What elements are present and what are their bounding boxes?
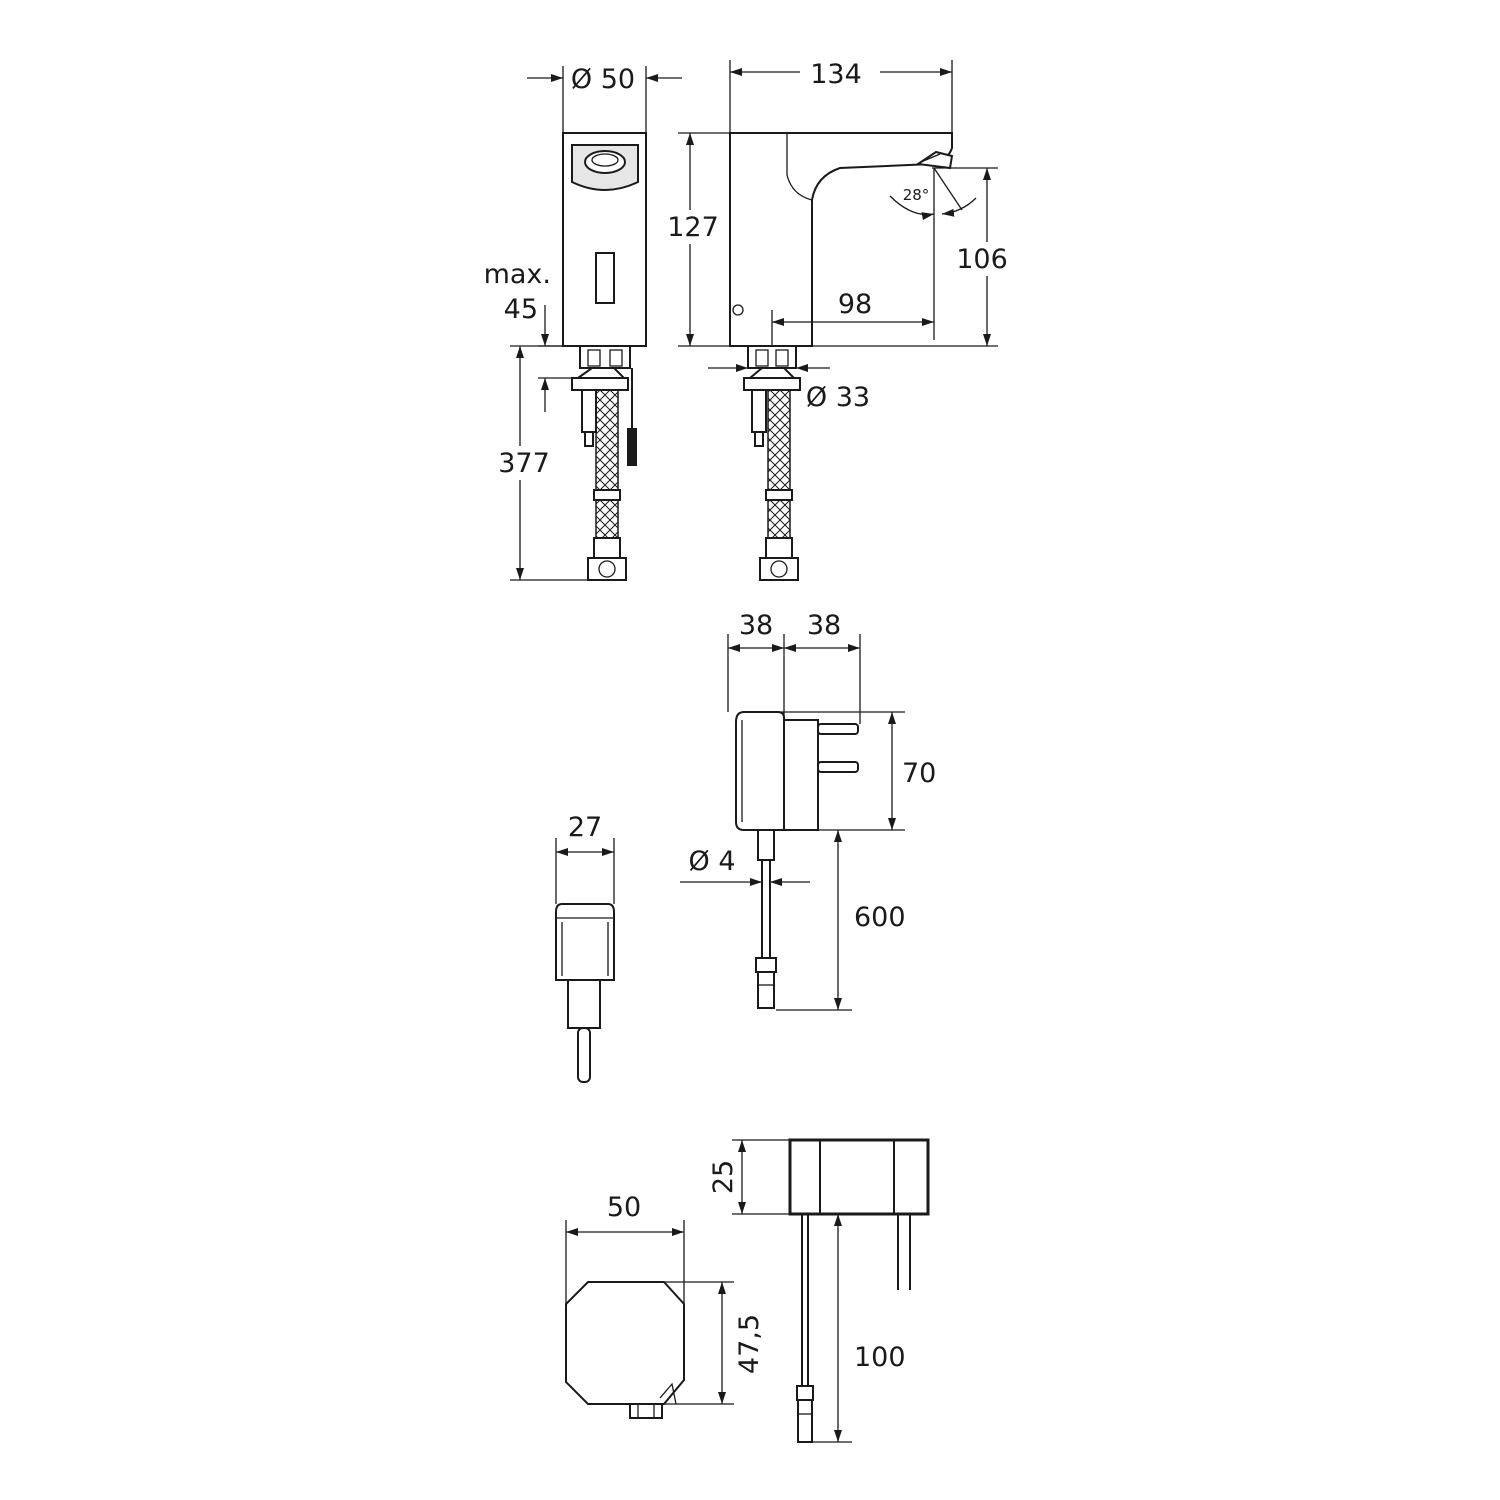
dim-label-spray-angle: 28° <box>903 186 930 204</box>
dim-max-deck-thickness: max. 45 <box>484 259 580 412</box>
dim-psu-depth: 27 <box>555 812 615 904</box>
control-box-side-view <box>788 1138 930 1443</box>
dim-faucet-height: 127 <box>664 132 730 347</box>
dim-label-box-height: 47,5 <box>734 1314 765 1374</box>
dim-box-cable-length: 100 <box>812 1214 906 1443</box>
power-supply-side-view <box>735 711 859 1009</box>
dim-label-spout-height: 106 <box>956 244 1008 275</box>
dim-box-height: 47,5 <box>664 1281 765 1405</box>
dim-box-width: 50 <box>565 1192 685 1304</box>
dim-label-max-deck: 45 <box>504 294 538 325</box>
dim-label-cable-diameter: Ø 4 <box>688 846 735 877</box>
power-supply-front-view <box>555 903 615 1083</box>
dim-label-faucet-height: 127 <box>667 212 719 243</box>
dim-spout-reach: 98 <box>771 168 935 346</box>
dim-label-faucet-diameter: Ø 50 <box>571 64 635 95</box>
dim-faucet-diameter: Ø 50 <box>527 64 682 133</box>
dim-cable-diameter: Ø 4 <box>680 846 810 886</box>
dim-hose-length: 377 <box>495 345 588 581</box>
dim-shank-diameter: Ø 33 <box>708 364 870 413</box>
dim-label-spout-reach: 98 <box>838 289 872 320</box>
dim-label-psu-width-1: 38 <box>739 610 773 641</box>
dim-label-box-width: 50 <box>607 1192 641 1223</box>
dim-label-max: max. <box>484 259 551 290</box>
dim-label-box-cable-length: 100 <box>854 1342 906 1373</box>
dim-label-psu-height: 70 <box>902 758 936 789</box>
faucet-side-view <box>562 132 647 581</box>
dim-label-psu-depth: 27 <box>568 812 602 843</box>
dim-psu-widths: 38 38 <box>727 610 861 724</box>
dim-faucet-length: 134 <box>729 59 953 133</box>
dim-spout-height: 106 <box>812 167 1014 347</box>
dim-box-depth: 25 <box>708 1139 790 1215</box>
control-box-front-view <box>565 1281 685 1419</box>
faucet-front-view <box>729 132 954 581</box>
dim-label-psu-width-2: 38 <box>807 610 841 641</box>
dim-spray-angle: 28° <box>889 167 977 221</box>
dim-label-box-depth: 25 <box>708 1160 739 1194</box>
dim-label-cable-length: 600 <box>854 902 906 933</box>
dim-label-faucet-length: 134 <box>810 59 862 90</box>
dim-cable-length: 600 <box>776 830 906 1011</box>
dim-psu-height: 70 <box>778 711 936 831</box>
dim-label-hose-length: 377 <box>498 448 550 479</box>
dim-label-shank-diameter: Ø 33 <box>806 382 870 413</box>
